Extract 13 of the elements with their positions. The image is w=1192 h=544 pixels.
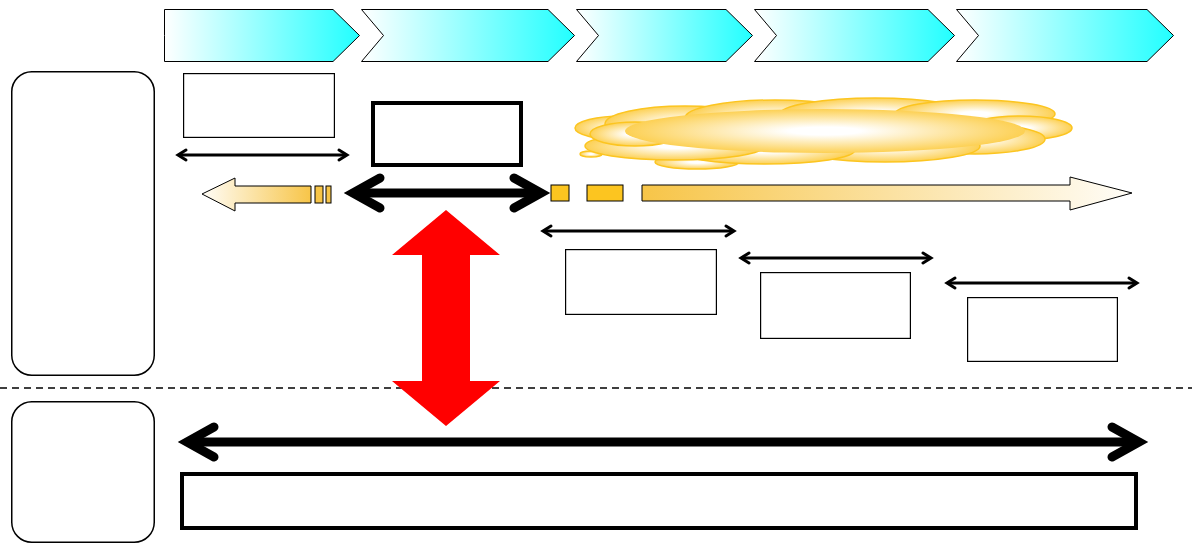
empty-box: [183, 73, 335, 138]
rounded-box: [11, 401, 155, 543]
empty-box: [371, 101, 523, 167]
empty-box: [967, 297, 1118, 362]
step-banner: [361, 9, 575, 62]
rounded-box: [11, 71, 155, 376]
empty-box: [180, 472, 1138, 530]
step-banner: [576, 9, 753, 62]
step-banner: [956, 9, 1174, 62]
step-banner: [164, 9, 360, 62]
step-banner: [754, 9, 955, 62]
empty-box: [760, 272, 911, 339]
empty-box: [565, 249, 717, 315]
